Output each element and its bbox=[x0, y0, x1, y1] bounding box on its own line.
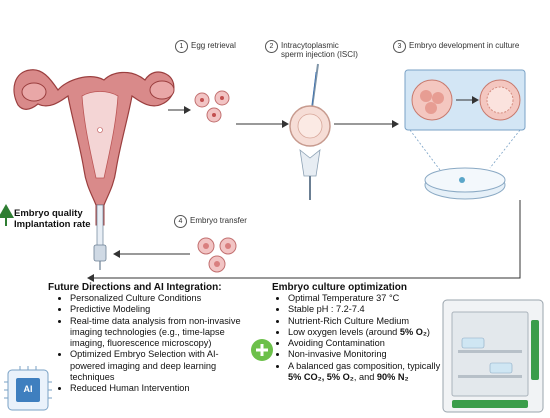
uterus-illustration bbox=[13, 69, 175, 226]
list-item: A balanced gas composition, typically 5%… bbox=[288, 361, 444, 384]
eggs-illustration bbox=[194, 90, 230, 123]
implantation-rate-label: Implantation rate bbox=[14, 219, 91, 230]
step-1-number: 1 bbox=[175, 40, 188, 53]
list-item: Non-invasive Monitoring bbox=[288, 349, 444, 360]
step-3-label: 3 Embryo development in culture bbox=[393, 40, 520, 53]
future-directions-title: Future Directions and AI Integration: bbox=[48, 282, 222, 293]
list-item: Optimal Temperature 37 °C bbox=[288, 293, 444, 304]
step-1-label: 1 Egg retrieval bbox=[175, 40, 236, 53]
oxygen-close: ) bbox=[426, 326, 430, 337]
gas-value-2: 90% N₂ bbox=[376, 372, 409, 383]
list-item: Stable pH : 7.2-7.4 bbox=[288, 304, 444, 315]
list-item: Nutrient-Rich Culture Medium bbox=[288, 316, 444, 327]
oxygen-text: Low oxygen levels (around bbox=[288, 326, 400, 337]
future-directions-section: Future Directions and AI Integration: Pe… bbox=[48, 282, 248, 395]
ai-chip-label: AI bbox=[23, 384, 33, 394]
step-4-number: 4 bbox=[174, 215, 187, 228]
list-item: Low oxygen levels (around 5% O₂) bbox=[288, 327, 444, 338]
culture-dish-illustration bbox=[404, 69, 526, 200]
step-3-text: Embryo development in culture bbox=[409, 41, 520, 50]
list-item: Optimized Embryo Selection with AI-power… bbox=[70, 349, 248, 383]
catheter-illustration bbox=[93, 204, 107, 270]
oxygen-value: 5% O₂ bbox=[399, 326, 427, 337]
icsi-illustration bbox=[289, 63, 331, 200]
step-2-text-line2: sperm injection (ISCI) bbox=[281, 50, 358, 59]
plus-icon bbox=[251, 339, 273, 361]
step-4-label: 4 Embryo transfer bbox=[174, 215, 247, 228]
gas-mid: , and bbox=[353, 372, 377, 383]
culture-optimization-section: Embryo culture optimization Optimal Temp… bbox=[272, 282, 444, 383]
future-directions-list: Personalized Culture Conditions Predicti… bbox=[48, 293, 248, 395]
step-2-number: 2 bbox=[265, 40, 278, 53]
step-1-text: Egg retrieval bbox=[191, 41, 236, 50]
gas-value-1: 5% CO₂, 5% O₂ bbox=[288, 372, 354, 383]
list-item: Predictive Modeling bbox=[70, 304, 248, 315]
list-item: Real-time data analysis from non-invasiv… bbox=[70, 316, 248, 350]
culture-optimization-list: Optimal Temperature 37 °C Stable pH : 7.… bbox=[272, 293, 444, 383]
gas-text: A balanced gas composition, typically bbox=[288, 360, 441, 371]
list-item: Avoiding Contamination bbox=[288, 338, 444, 349]
list-item: Personalized Culture Conditions bbox=[70, 293, 248, 304]
list-item: Reduced Human Intervention bbox=[70, 383, 248, 394]
incubator-illustration bbox=[442, 299, 544, 413]
transfer-embryos-illustration bbox=[197, 237, 237, 273]
step-2-text-line1: Intracytoplasmic bbox=[281, 41, 339, 50]
embryo-quality-label: Embryo quality bbox=[14, 208, 83, 219]
step-4-text: Embryo transfer bbox=[190, 216, 247, 225]
arrow-culture-to-transfer bbox=[87, 200, 521, 282]
outcomes-text: Embryo quality Implantation rate bbox=[14, 208, 91, 230]
culture-optimization-title: Embryo culture optimization bbox=[272, 282, 408, 293]
ai-chip-icon bbox=[4, 366, 52, 411]
step-3-number: 3 bbox=[393, 40, 406, 53]
